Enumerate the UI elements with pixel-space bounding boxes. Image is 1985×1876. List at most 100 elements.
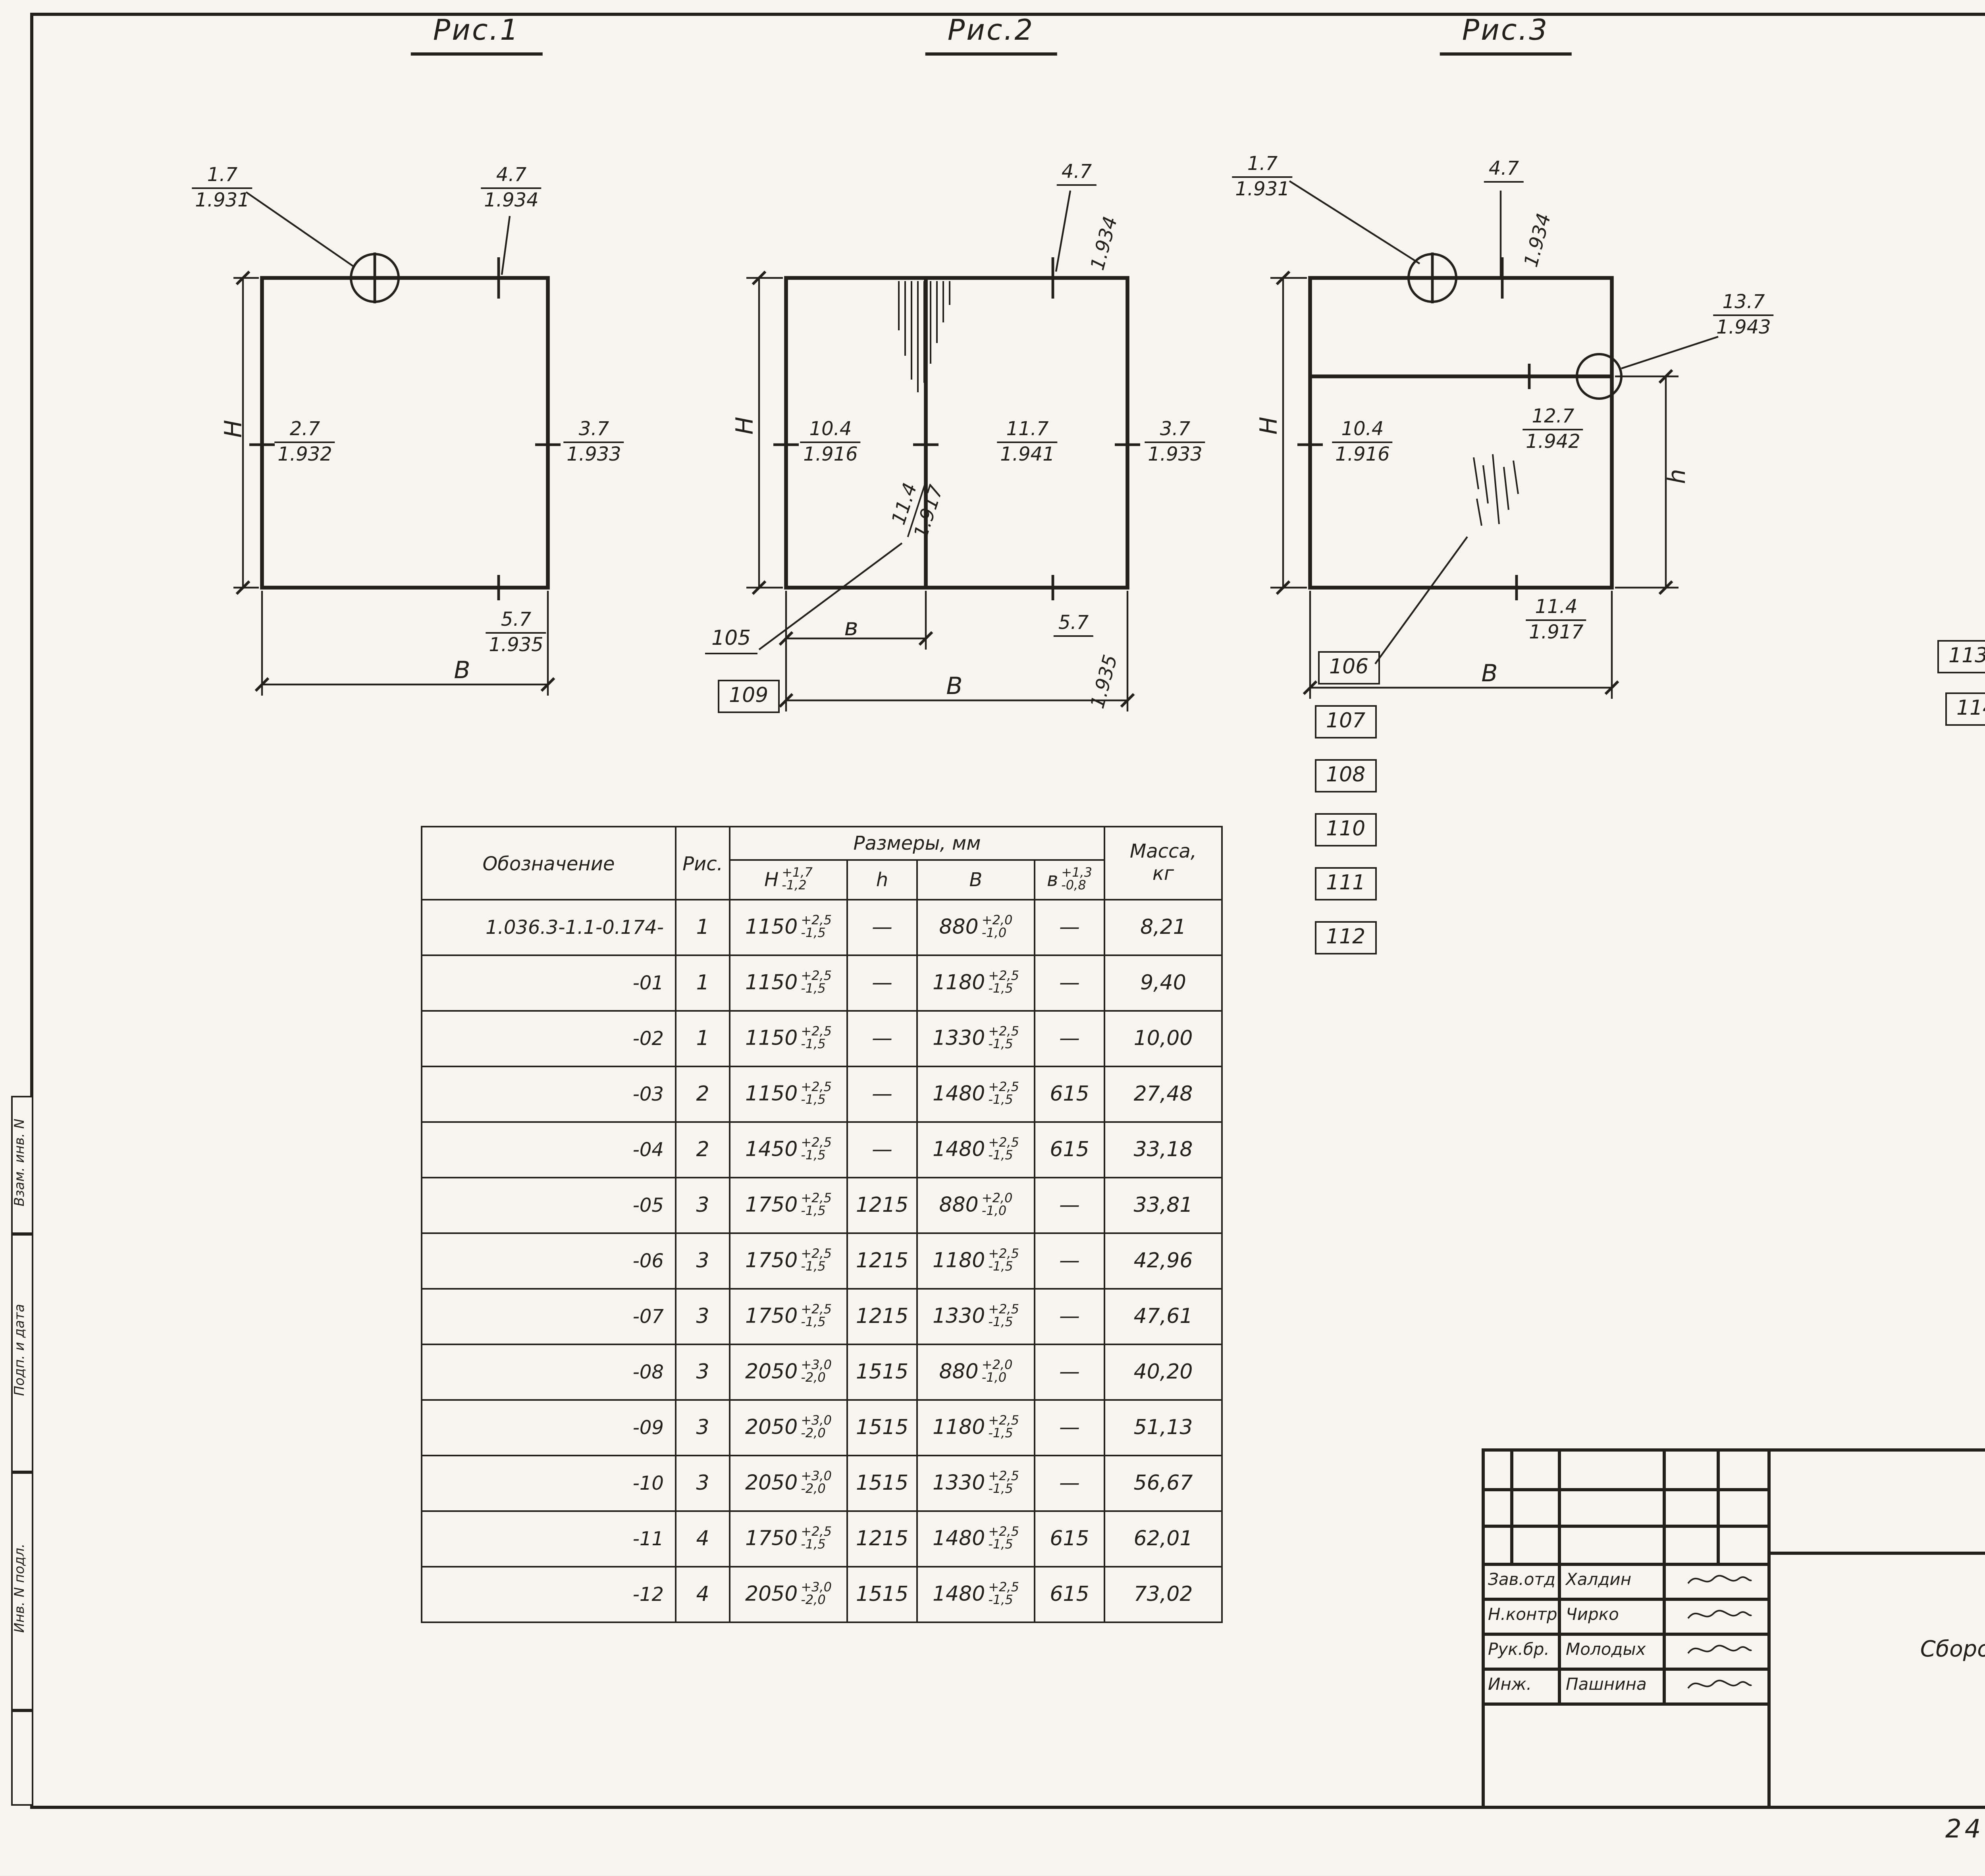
cell-H: 1150+2,5-1,5 [729, 899, 848, 956]
fig3-dim-B: В [1481, 659, 1498, 688]
cell-H: 1750+2,5-1,5 [729, 1177, 848, 1234]
cell-b: — [1034, 1232, 1105, 1290]
value: 1450 [745, 1138, 798, 1162]
cell-mass: 40,20 [1104, 1344, 1223, 1401]
cell-designation: -03 [421, 1066, 676, 1123]
tolerance-plus: +3,0 [801, 1357, 832, 1372]
mark-number: 3.7 [1145, 418, 1206, 444]
signature-row: Зав.отд Халдин [1485, 1563, 1767, 1598]
tolerance-plus: +2,5 [988, 1468, 1019, 1483]
cell-fig: 3 [675, 1288, 730, 1345]
tolerance-plus: +2,5 [801, 1135, 832, 1149]
cell-mass: 27,48 [1104, 1066, 1223, 1123]
cell-mass: 33,81 [1104, 1177, 1223, 1234]
mark-doc: 1.943 [1716, 316, 1771, 339]
fig2-leader-lines [758, 190, 1072, 650]
role-label: Зав.отд [1488, 1571, 1555, 1590]
mark-number: 3.7 [563, 418, 624, 444]
table-header-row-2: H+1,7-1,2 h В в+1,3-0,8 [422, 859, 1222, 900]
tolerance-plus: +2,5 [801, 1190, 832, 1205]
tolerance-minus: -1,5 [988, 1093, 1013, 1107]
tolerance-plus: +2,0 [981, 1357, 1013, 1372]
tolerance-plus: +2,5 [988, 1135, 1019, 1149]
mark-number: 5.7 [486, 608, 547, 634]
fig2-hatching [898, 281, 950, 392]
table-header-row-1: Обозначение Рис. Размеры, мм Масса, кг [421, 826, 1223, 900]
fig1-dim-B: В [454, 656, 470, 684]
grid-line [13, 1709, 32, 1711]
fig2-dim-b: в [844, 613, 858, 642]
mark-doc: 1.934 [484, 189, 539, 212]
fig1-dimension-lines [233, 277, 549, 696]
grid-line [1485, 1633, 1767, 1635]
tolerance-minus: -1,0 [981, 926, 1007, 940]
signature [1671, 1604, 1767, 1626]
fig1-leader-lines [245, 191, 511, 275]
tolerance-minus: -1,5 [801, 1315, 826, 1329]
fig1-frame [260, 276, 550, 590]
cell-designation: -07 [421, 1288, 676, 1345]
cell-fig: 4 [675, 1566, 730, 1623]
cell-B: 880+2,0-1,0 [916, 1177, 1035, 1234]
header-H: H+1,7-1,2 [729, 859, 848, 900]
tolerance-minus: -1,5 [988, 1037, 1013, 1051]
tolerance-plus: +2,0 [981, 1190, 1013, 1205]
fig2-ref-105: 105 [705, 629, 757, 654]
doc-number: 1.036.3-1.1-0.174СБ [1767, 1452, 1985, 1552]
cell-h: — [846, 1066, 918, 1123]
fig3-mark-12-7: 12.7 1.942 [1522, 405, 1584, 454]
tolerance-minus: -1,5 [801, 1037, 826, 1051]
grid-line [1717, 1452, 1719, 1563]
value: 2050 [745, 1471, 798, 1495]
header-b: в+1,3-0,8 [1034, 859, 1105, 900]
fig1-mark-1-7: 1.7 1.931 [192, 164, 253, 213]
cell-designation: -08 [421, 1344, 676, 1401]
signature-row: Инж. Пашнина [1485, 1668, 1767, 1702]
cell-h: 1215 [846, 1232, 918, 1290]
fig1-joint-ticks [249, 253, 561, 600]
cell-fig: 2 [675, 1066, 730, 1123]
header-sizes: Размеры, мм [729, 826, 1105, 861]
fig2-mark-4-7: 4.7 [1056, 160, 1097, 187]
tolerance-plus: +2,5 [988, 1524, 1019, 1539]
value: 1480 [932, 1527, 985, 1551]
signature-scribble [1686, 1575, 1751, 1584]
cell-b: — [1034, 954, 1105, 1012]
cell-mass: 62,01 [1104, 1510, 1223, 1568]
fig3-ref-stack: 107 108 110 111 112 [1315, 705, 1377, 954]
fig4-ref-114: 114 [1945, 692, 1985, 726]
header-mass-line1: Масса, [1129, 839, 1197, 862]
table-row: -02 1 1150+2,5-1,5 — 1330+2,5-1,5 — 10,0… [421, 1010, 1223, 1067]
cell-fig: 1 [675, 954, 730, 1012]
tolerance-minus: -1,5 [988, 1482, 1013, 1496]
fig3-dim-h: h [1663, 469, 1691, 484]
mark-number: 5.7 [1053, 611, 1094, 638]
fig1-mark-2-7: 2.7 1.932 [274, 418, 335, 467]
signature-row: Н.контр Чирко [1485, 1598, 1767, 1633]
cell-H: 1150+2,5-1,5 [729, 1066, 848, 1123]
cell-B: 1330+2,5-1,5 [916, 1010, 1035, 1067]
mark-number: 4.7 [1484, 157, 1524, 183]
role-label: Рук.бр. [1488, 1641, 1549, 1660]
tolerance-minus: -1,5 [988, 1315, 1013, 1329]
grid-line [1767, 1552, 1985, 1554]
tolerance-minus: -2,0 [801, 1482, 826, 1496]
fig2-frame [784, 276, 1129, 590]
grid-line [1663, 1452, 1665, 1702]
value: 1150 [745, 916, 798, 939]
cell-H: 1750+2,5-1,5 [729, 1510, 848, 1568]
fig3-dimension-slashes [1276, 270, 1673, 695]
cell-h: 1515 [846, 1399, 918, 1456]
cell-fig: 1 [675, 1010, 730, 1067]
value: 1750 [745, 1193, 798, 1217]
fig3-leader-lines [1289, 180, 1719, 665]
value: 1180 [932, 971, 985, 995]
cell-h: 1215 [846, 1510, 918, 1568]
signature-scribble [1686, 1610, 1751, 1619]
cell-b: — [1034, 1455, 1105, 1512]
cell-designation: 1.036.3-1.1-0.174- [421, 899, 676, 956]
tolerance-plus: +2,5 [801, 968, 832, 983]
cell-mass: 56,67 [1104, 1455, 1223, 1512]
cell-H: 2050+3,0-2,0 [729, 1344, 848, 1401]
